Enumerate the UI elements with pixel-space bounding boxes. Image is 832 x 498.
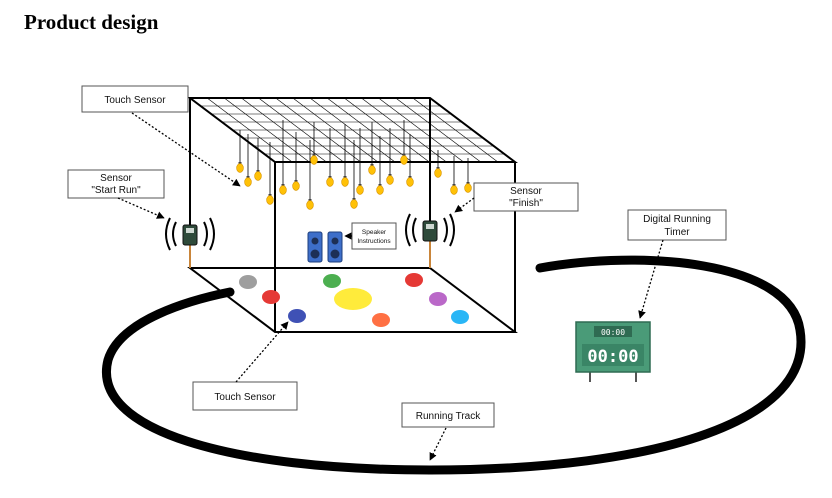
running-track (102, 255, 806, 475)
speakers (307, 231, 343, 263)
svg-text:"Start Run": "Start Run" (91, 185, 141, 196)
callout-touch-sensor-top: Touch Sensor (81, 85, 241, 187)
speaker-icon (327, 231, 343, 263)
light-bulb-icon (376, 136, 384, 195)
light-bulb-icon (350, 140, 358, 209)
ceiling-grid (200, 97, 505, 163)
touch-pad (262, 290, 280, 304)
finish-sensor (405, 213, 455, 268)
light-bulb-icon (266, 142, 274, 205)
callout-running-track: Running Track (401, 402, 495, 461)
svg-text:Touch Sensor: Touch Sensor (104, 95, 166, 106)
touch-pad (323, 274, 341, 288)
svg-text:Sensor: Sensor (100, 173, 132, 184)
light-bulb-icon (356, 128, 364, 195)
svg-text:Instructions: Instructions (357, 238, 391, 245)
light-bulb-icon (310, 122, 318, 165)
light-bulb-icon (326, 128, 334, 187)
svg-text:Speaker: Speaker (362, 229, 387, 236)
light-bulb-icon (306, 140, 314, 210)
start-sensor (165, 217, 215, 268)
light-bulb-icon (400, 120, 408, 165)
touch-pad (451, 310, 469, 324)
touch-pad (405, 273, 423, 287)
light-bulb-icon (292, 132, 300, 191)
light-bulb-icon (386, 128, 394, 185)
touch-pad (372, 313, 390, 327)
page-title: Product design (24, 10, 159, 34)
touch-pad (334, 288, 372, 310)
light-bulb-icon (434, 150, 442, 178)
callout-speaker: Speaker Instructions (344, 222, 397, 250)
light-bulb-icon (279, 120, 287, 195)
signal-waves-icon (412, 217, 417, 243)
svg-text:"Finish": "Finish" (509, 198, 543, 209)
light-bulb-icon (254, 138, 262, 181)
hanging-bulbs (236, 120, 472, 210)
svg-text:Digital Running: Digital Running (643, 214, 711, 225)
touch-pad (429, 292, 447, 306)
light-bulb-icon (464, 158, 472, 193)
timer-small-display: 00:00 (601, 328, 625, 337)
callout-timer: Digital Running Timer (627, 209, 727, 319)
light-bulb-icon (244, 134, 252, 187)
signal-waves-icon (172, 221, 177, 247)
floor-touch-pads (239, 273, 469, 327)
callout-finish-sensor: Sensor "Finish" (454, 182, 579, 213)
callout-touch-sensor-bottom: Touch Sensor (192, 321, 298, 411)
light-bulb-icon (341, 124, 349, 187)
touch-pad (288, 309, 306, 323)
callout-start-sensor: Sensor "Start Run" (67, 169, 165, 219)
touch-pad (239, 275, 257, 289)
light-bulb-icon (368, 122, 376, 175)
light-bulb-icon (236, 130, 244, 173)
svg-text:Sensor: Sensor (510, 186, 542, 197)
light-bulb-icon (406, 134, 414, 187)
speaker-icon (307, 231, 323, 263)
svg-text:Running Track: Running Track (416, 411, 481, 422)
svg-text:Timer: Timer (664, 227, 690, 238)
digital-timer: 00:00 00:00 (575, 321, 651, 382)
svg-text:Touch Sensor: Touch Sensor (214, 392, 276, 403)
light-bulb-icon (450, 156, 458, 195)
timer-big-display: 00:00 (587, 347, 638, 367)
